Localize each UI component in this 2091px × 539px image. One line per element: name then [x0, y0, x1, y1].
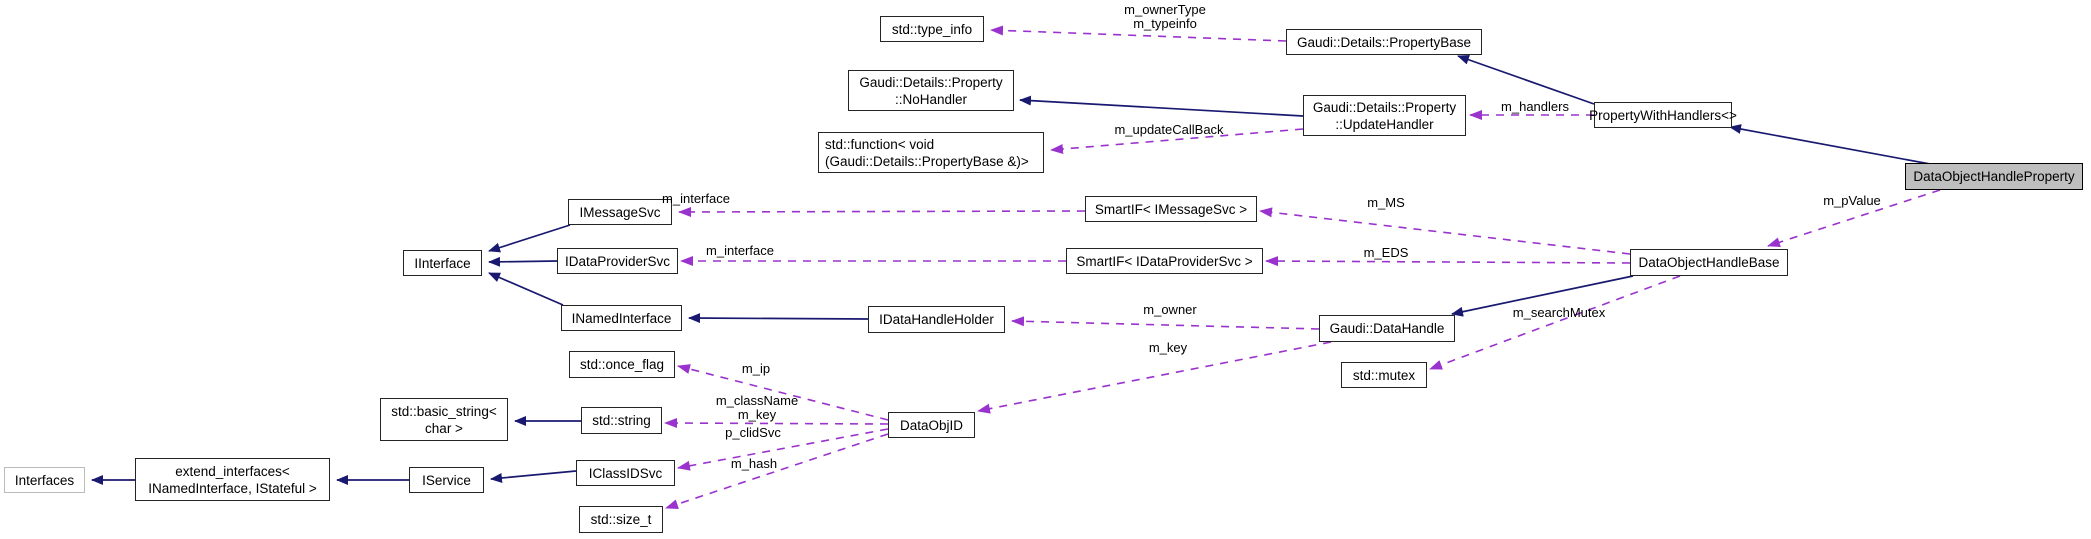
usage-edge-23	[677, 364, 889, 421]
usage-edge-15	[678, 206, 1086, 217]
class-node-label: Gaudi::Details::PropertyBase	[1296, 34, 1472, 50]
class-node-label: std::size_t	[590, 512, 652, 527]
class-node-iservice[interactable]: IService	[409, 467, 484, 493]
class-node-label: INamedInterface, IStateful >	[148, 480, 317, 496]
usage-edge-20	[1011, 316, 1320, 330]
class-node-idatahandleholder[interactable]: IDataHandleHolder	[868, 306, 1005, 333]
usage-edge-25	[677, 428, 889, 471]
class-node-gaudi-details-property-updatehandler[interactable]: Gaudi::Details::Property::UpdateHandler	[1303, 95, 1466, 136]
class-node-label: std::type_info	[891, 21, 973, 37]
class-node-smartif-idataprovidersvc[interactable]: SmartIF< IDataProviderSvc >	[1066, 248, 1263, 274]
usage-edge-16	[1259, 207, 1631, 255]
edges	[91, 25, 1941, 509]
class-node-interfaces: Interfaces	[4, 467, 85, 493]
usage-edge-13	[1050, 128, 1304, 154]
class-node-label: INamedInterface	[571, 310, 672, 326]
class-node-std-basic-string-char[interactable]: std::basic_string<char >	[380, 398, 508, 441]
usage-edge-24	[664, 418, 889, 429]
class-node-label: Gaudi::Details::Property	[859, 74, 1003, 90]
class-node-std-type-info[interactable]: std::type_info	[880, 16, 984, 42]
class-node-label: IDataHandleHolder	[879, 312, 994, 327]
class-node-label: Gaudi::Details::Property	[1312, 99, 1457, 115]
class-node-label: ::UpdateHandler	[1335, 116, 1434, 132]
class-node-label: IMessageSvc	[579, 204, 661, 220]
inheritance-edge-3	[1451, 275, 1634, 317]
class-node-label: char >	[425, 420, 463, 436]
class-node-label: DataObjID	[899, 417, 964, 433]
class-node-std-size-t[interactable]: std::size_t	[579, 506, 663, 533]
class-node-iclassidsvc[interactable]: IClassIDSvc	[576, 460, 675, 486]
class-node-label: std::function< void	[825, 136, 935, 152]
usage-edge-26	[665, 433, 889, 509]
class-node-label: std::string	[592, 413, 651, 428]
class-node-label: Interfaces	[14, 472, 75, 488]
usage-edge-19	[1767, 189, 1941, 248]
class-node-dataobjecthandlebase[interactable]: DataObjectHandleBase	[1630, 249, 1788, 276]
class-node-propertywithhandlers[interactable]: PropertyWithHandlers<>	[1589, 102, 1737, 128]
class-node-label: DataObjectHandleBase	[1638, 255, 1780, 270]
class-node-label: SmartIF< IMessageSvc >	[1094, 201, 1248, 217]
class-node-dataobjid[interactable]: DataObjID	[888, 412, 975, 438]
inheritance-edge-0	[1457, 54, 1595, 105]
inheritance-edge-4	[488, 224, 571, 253]
inheritance-edge-1	[1729, 124, 1931, 165]
class-node-label: IClassIDSvc	[588, 465, 663, 481]
class-node-imessagesvc[interactable]: IMessageSvc	[568, 199, 672, 225]
class-node-label: DataObjectHandleProperty	[1913, 169, 2075, 184]
class-node-std-mutex[interactable]: std::mutex	[1341, 362, 1427, 388]
inheritance-edge-2	[1019, 95, 1304, 117]
class-node-gaudi-datahandle[interactable]: Gaudi::DataHandle	[1319, 315, 1455, 342]
usage-edge-22	[1429, 275, 1681, 370]
usage-edge-21	[977, 341, 1332, 414]
class-node-idataprovidersvc[interactable]: IDataProviderSvc	[557, 248, 678, 274]
class-node-std-function-void-propertybase[interactable]: std::function< void(Gaudi::Details::Prop…	[818, 132, 1044, 173]
class-node-label: extend_interfaces<	[175, 463, 290, 479]
class-node-inamedinterface[interactable]: INamedInterface	[561, 305, 682, 331]
class-node-label: IService	[422, 472, 471, 488]
class-node-label: std::mutex	[1352, 367, 1416, 383]
class-node-label: ::NoHandler	[894, 91, 968, 107]
class-node-label: SmartIF< IDataProviderSvc >	[1076, 253, 1253, 269]
class-node-gaudi-details-propertybase[interactable]: Gaudi::Details::PropertyBase	[1286, 29, 1482, 55]
inheritance-edge-7	[688, 313, 869, 324]
class-node-extend-interfaces[interactable]: extend_interfaces<INamedInterface, IStat…	[135, 458, 330, 501]
class-node-iinterface[interactable]: IInterface	[403, 250, 482, 276]
class-node-std-once-flag[interactable]: std::once_flag	[569, 351, 675, 378]
class-node-label: std::basic_string<	[391, 403, 497, 419]
usage-edge-12	[990, 25, 1287, 42]
class-node-label: (Gaudi::Details::PropertyBase &)>	[825, 153, 1029, 169]
class-node-gaudi-details-property-nohandler[interactable]: Gaudi::Details::Property::NoHandler	[848, 70, 1014, 111]
class-node-label: std::once_flag	[579, 357, 665, 372]
inheritance-edge-11	[490, 470, 577, 483]
class-node-dataobjecthandleproperty[interactable]: DataObjectHandleProperty	[1905, 163, 2083, 190]
inheritance-edge-5	[488, 256, 558, 267]
class-node-smartif-imessagesvc[interactable]: SmartIF< IMessageSvc >	[1085, 196, 1257, 222]
class-node-label: PropertyWithHandlers<>	[1589, 107, 1737, 123]
inheritance-edge-6	[488, 272, 564, 306]
class-node-label: IDataProviderSvc	[564, 253, 671, 269]
class-node-std-string[interactable]: std::string	[581, 407, 662, 434]
class-node-label: IInterface	[414, 255, 471, 271]
usage-edge-18	[1265, 256, 1631, 267]
class-node-label: Gaudi::DataHandle	[1329, 321, 1445, 336]
